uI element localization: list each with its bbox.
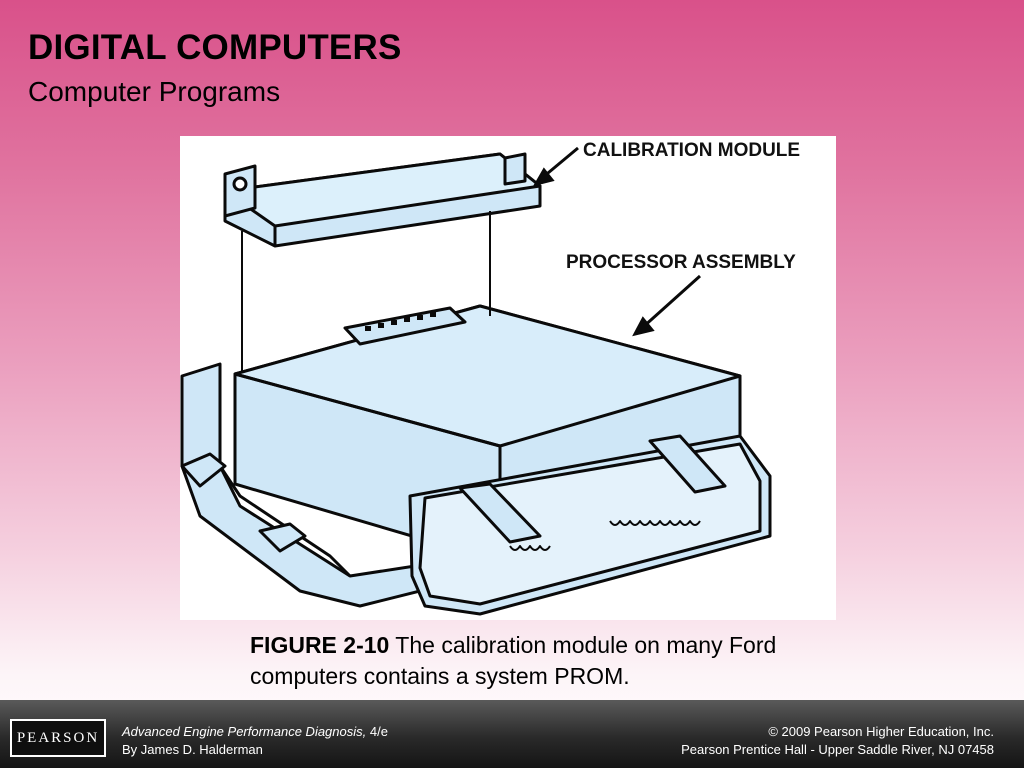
slide-title: DIGITAL COMPUTERS <box>28 28 402 67</box>
pearson-logo-text: PEARSON <box>16 729 100 746</box>
slide-subtitle: Computer Programs <box>28 76 281 107</box>
calibration-module-label: CALIBRATION MODULE <box>583 140 800 161</box>
book-title: Advanced Engine Performance Diagnosis, <box>122 724 367 739</box>
pearson-logo: PEARSON <box>10 719 106 757</box>
copyright-notice: © 2009 Pearson Higher Education, Inc. <box>768 724 994 739</box>
figure-illustration: CALIBRATION MODULE PROCESSOR ASSEMBLY <box>180 136 836 620</box>
book-author: By James D. Halderman <box>122 742 263 757</box>
caption-text: The calibration module on many Ford comp… <box>250 632 777 689</box>
footer-bar: PEARSON Advanced Engine Performance Diag… <box>0 700 1024 768</box>
book-edition: 4/e <box>366 724 388 739</box>
publisher-address: Pearson Prentice Hall - Upper Saddle Riv… <box>681 742 994 757</box>
ecu-drawing: CALIBRATION MODULE PROCESSOR ASSEMBLY <box>180 140 800 616</box>
footer-book-info: Advanced Engine Performance Diagnosis, 4… <box>122 723 388 759</box>
footer-publisher-info: © 2009 Pearson Higher Education, Inc. Pe… <box>681 723 994 759</box>
figure-number: FIGURE 2-10 <box>250 632 390 658</box>
processor-assembly-label: PROCESSOR ASSEMBLY <box>566 252 796 273</box>
figure-caption: FIGURE 2-10 The calibration module on ma… <box>250 630 810 692</box>
